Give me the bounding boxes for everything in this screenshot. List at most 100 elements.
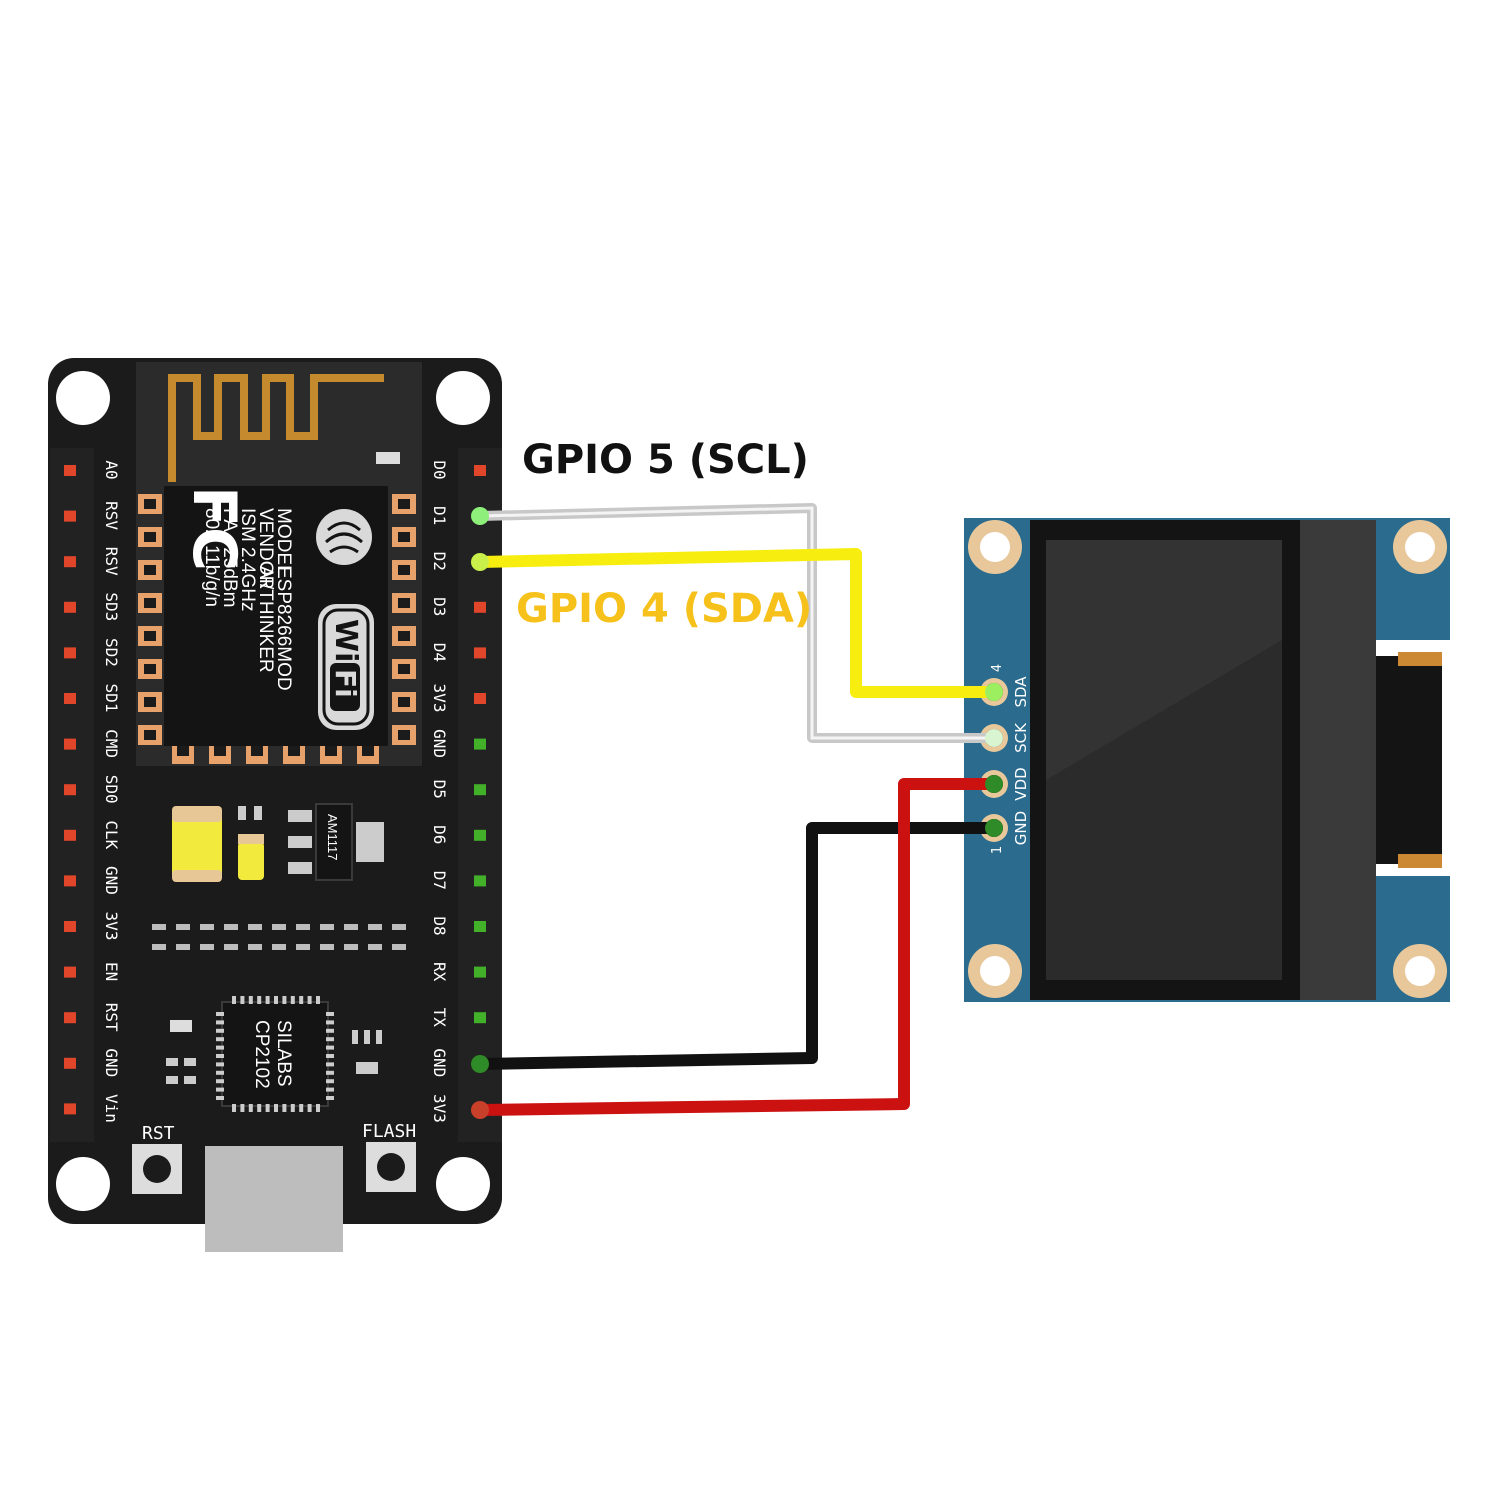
smd-pad bbox=[344, 944, 358, 950]
chip-pin bbox=[290, 1104, 295, 1112]
header-pin bbox=[474, 829, 486, 841]
smd-pad bbox=[248, 944, 262, 950]
chip-pin bbox=[257, 996, 262, 1004]
module-pad-hole bbox=[177, 746, 189, 756]
chip-pin bbox=[265, 996, 270, 1004]
pin-label: EN bbox=[102, 962, 121, 981]
pin-label: SD3 bbox=[102, 592, 121, 621]
pin-label-left: RST bbox=[102, 1003, 121, 1032]
smd-pad bbox=[368, 944, 382, 950]
smd-component bbox=[170, 1020, 192, 1032]
chip-pin bbox=[216, 1062, 224, 1067]
pin-label-left: CMD bbox=[102, 729, 121, 758]
module-text-line: 802.11b/g/n bbox=[201, 508, 222, 607]
pin-label-left: SD1 bbox=[102, 684, 121, 713]
smd-resistor bbox=[254, 806, 262, 820]
smd-pad bbox=[344, 924, 358, 930]
pin-label-left: Vin bbox=[102, 1094, 121, 1123]
oled-mount-hole-center bbox=[980, 532, 1010, 562]
pin-label-right: 3V3 bbox=[430, 1094, 449, 1123]
oled-mount-hole-center bbox=[980, 956, 1010, 986]
wire-end-sda bbox=[985, 683, 1003, 701]
oled-mount-hole-center bbox=[1405, 956, 1435, 986]
capacitor-cap-bottom bbox=[172, 870, 222, 882]
chip-pin bbox=[265, 1104, 270, 1112]
cp2102-chip-pins bbox=[216, 996, 334, 1112]
regulator-pin bbox=[288, 810, 312, 822]
header-pin bbox=[474, 921, 486, 932]
smd-pad bbox=[152, 944, 166, 950]
module-pad-hole bbox=[144, 598, 156, 608]
oled-pin-number-text: 1 bbox=[990, 846, 1005, 854]
module-text-line: PA +25dBm bbox=[219, 508, 240, 607]
smd-pad bbox=[152, 924, 166, 930]
module-text-line: VENDOR bbox=[255, 508, 276, 589]
module-pad-hole bbox=[398, 697, 410, 707]
voltage-regulator bbox=[315, 803, 353, 881]
pin-label-right: D7 bbox=[430, 871, 449, 890]
module-text-line: MODEL bbox=[273, 508, 294, 576]
smd-pad bbox=[368, 924, 382, 930]
chip-pin bbox=[326, 1096, 334, 1100]
chip-pin bbox=[326, 1062, 334, 1067]
pin-label: D2 bbox=[430, 552, 449, 571]
mount-hole-top-right bbox=[436, 371, 490, 425]
chip-pin bbox=[216, 1079, 224, 1084]
chip-pin bbox=[232, 1104, 236, 1112]
header-pin bbox=[474, 647, 486, 659]
module-pad-hole bbox=[398, 499, 410, 509]
header-pin bbox=[64, 829, 76, 841]
smd-pad bbox=[296, 944, 310, 950]
smd-pad bbox=[224, 944, 238, 950]
chip-pin bbox=[326, 1087, 334, 1092]
header-pin bbox=[64, 738, 76, 750]
chip-pin bbox=[274, 996, 278, 1004]
pin-label-right: D4 bbox=[430, 643, 449, 662]
capacitor-cap-top bbox=[172, 806, 222, 822]
pin-label-right: D5 bbox=[430, 780, 449, 799]
pin-label-right: D0 bbox=[430, 460, 449, 479]
pcb-antenna-trace bbox=[168, 374, 384, 482]
wire-end-vdd bbox=[985, 775, 1003, 793]
header-pin bbox=[474, 465, 486, 476]
wifi-logo-border bbox=[322, 608, 370, 726]
pin-label-left: GND bbox=[102, 866, 121, 895]
oled-pin-label: SCK bbox=[1012, 722, 1030, 753]
wire-end-gnd bbox=[471, 1055, 489, 1073]
pin-label: RSV bbox=[102, 501, 121, 530]
oled-flex-connector bbox=[1398, 652, 1442, 666]
small-capacitor bbox=[238, 842, 264, 880]
nodemcu-board: FC MODEL VENDOR ISM 2.4GHz PA +25dBm 802… bbox=[48, 358, 502, 1252]
module-pad-hole bbox=[398, 664, 410, 674]
module-pad-hole bbox=[398, 730, 410, 740]
cp2102-label-line: SILABS bbox=[273, 1020, 294, 1087]
mount-hole-top-left bbox=[56, 371, 110, 425]
pin-label: 3V3 bbox=[102, 912, 121, 941]
module-pad-hole bbox=[144, 631, 156, 641]
chip-pin bbox=[326, 1079, 334, 1084]
pin-label: CMD bbox=[102, 729, 121, 758]
tantalum-capacitor bbox=[172, 806, 222, 882]
chip-pin bbox=[307, 996, 312, 1004]
pin-label: GND bbox=[430, 1048, 449, 1077]
header-pin bbox=[64, 556, 76, 568]
header-pin bbox=[64, 601, 76, 613]
module-model-value: ESP8266MOD bbox=[273, 566, 294, 691]
module-pad-hole bbox=[398, 532, 410, 542]
module-pads-right bbox=[392, 494, 416, 745]
smd-pad bbox=[200, 944, 214, 950]
smd-pad-rows bbox=[152, 924, 406, 950]
pin-label-left: 3V3 bbox=[102, 912, 121, 941]
oled-pin-label-text: SDA bbox=[1012, 676, 1030, 708]
pin-label-right: D2 bbox=[430, 552, 449, 571]
header-pin bbox=[474, 966, 486, 978]
module-pad-hole bbox=[398, 565, 410, 575]
header-pin bbox=[64, 1057, 76, 1069]
smd-pad bbox=[320, 944, 334, 950]
pin-label: A0 bbox=[102, 460, 121, 479]
module-pad-hole bbox=[144, 697, 156, 707]
regulator-pin bbox=[288, 862, 312, 874]
micro-usb-port bbox=[205, 1146, 343, 1252]
pin-label-right: TX bbox=[430, 1008, 449, 1028]
